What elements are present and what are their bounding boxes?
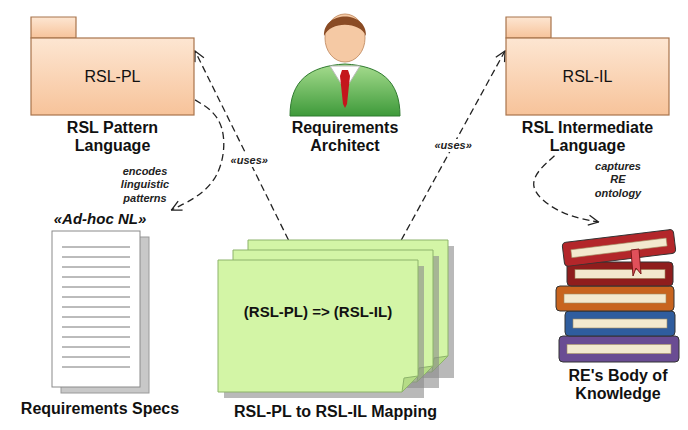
page-rule [62, 367, 130, 368]
node-heading: Requirements Specs [15, 397, 185, 418]
book [565, 311, 675, 336]
folder-body [31, 38, 194, 115]
stereotype-label: «Ad-hoc NL» [15, 210, 185, 229]
node-heading: RE's Body of Knowledge [553, 364, 683, 404]
page-rule [62, 317, 130, 318]
notes-shape: (RSL-PL) => (RSL-IL) [218, 240, 453, 400]
package: RSL-PL RSL Pattern Language [30, 16, 195, 156]
page-rule [62, 267, 130, 268]
page-rule [62, 247, 130, 248]
notes-icon [218, 240, 453, 400]
node-heading: RSL Intermediate Language [505, 116, 670, 156]
book [559, 336, 679, 362]
dashed-connector [401, 51, 505, 240]
actor: Requirements Architect [270, 4, 420, 156]
edge-label: «uses» [432, 139, 473, 152]
book-pages [573, 319, 667, 328]
books-icon [553, 222, 683, 364]
folder-shape: RSL-PL [30, 16, 195, 116]
page [52, 231, 140, 387]
shape-text: RSL-IL [563, 68, 613, 86]
node-heading: Requirements Architect [270, 116, 420, 156]
person-shape [270, 4, 420, 116]
book-pages [567, 344, 671, 353]
book-pages [564, 294, 666, 303]
dashed-connector [195, 51, 289, 240]
book-top [562, 229, 676, 266]
page-rule [62, 347, 130, 348]
shape-text: (RSL-PL) => (RSL-IL) [244, 303, 392, 320]
bookmark [631, 249, 641, 276]
shape-text: RSL-PL [84, 68, 140, 86]
folder-icon [505, 16, 670, 116]
document: «Ad-hoc NL» Requirements Specs [15, 210, 185, 418]
folder-tab [506, 17, 551, 38]
book-pages [575, 270, 665, 279]
page-rule [62, 287, 130, 288]
book [562, 229, 676, 266]
package: RSL-IL RSL Intermediate Language [505, 16, 670, 156]
dashed-connector [171, 100, 223, 210]
actor-body [290, 64, 400, 116]
actor-tie [340, 70, 350, 108]
page-rule [62, 257, 130, 258]
page-rule [62, 337, 130, 338]
knowledge-books: RE's Body of Knowledge [553, 222, 683, 404]
node-heading: RSL-PL to RSL-IL Mapping [218, 400, 453, 421]
page-rule [62, 297, 130, 298]
doc-icon [15, 229, 185, 397]
person-icon [270, 4, 420, 116]
folder-icon [30, 16, 195, 116]
edge-label: captures RE ontology [593, 160, 643, 200]
folder-tab [31, 17, 76, 38]
page-rule [62, 307, 130, 308]
actor-hair [324, 17, 366, 37]
dashed-connector [534, 156, 599, 222]
page-rule [62, 327, 130, 328]
book [567, 262, 673, 286]
edge-label: «uses» [229, 154, 270, 167]
node-heading: RSL Pattern Language [30, 116, 195, 156]
doc-shape [15, 229, 185, 397]
note-fold [402, 376, 418, 392]
edge-label: encodes linguistic patterns [119, 165, 171, 205]
book [556, 286, 674, 311]
folder-shape: RSL-IL [505, 16, 670, 116]
note-sheet [218, 260, 418, 392]
books-shape [553, 222, 683, 364]
mapping-notes: (RSL-PL) => (RSL-IL) RSL-PL to RSL-IL Map… [218, 240, 453, 421]
folder-body [506, 38, 669, 115]
book-pages [571, 238, 667, 258]
page-rule [62, 277, 130, 278]
page-rule [62, 357, 130, 358]
